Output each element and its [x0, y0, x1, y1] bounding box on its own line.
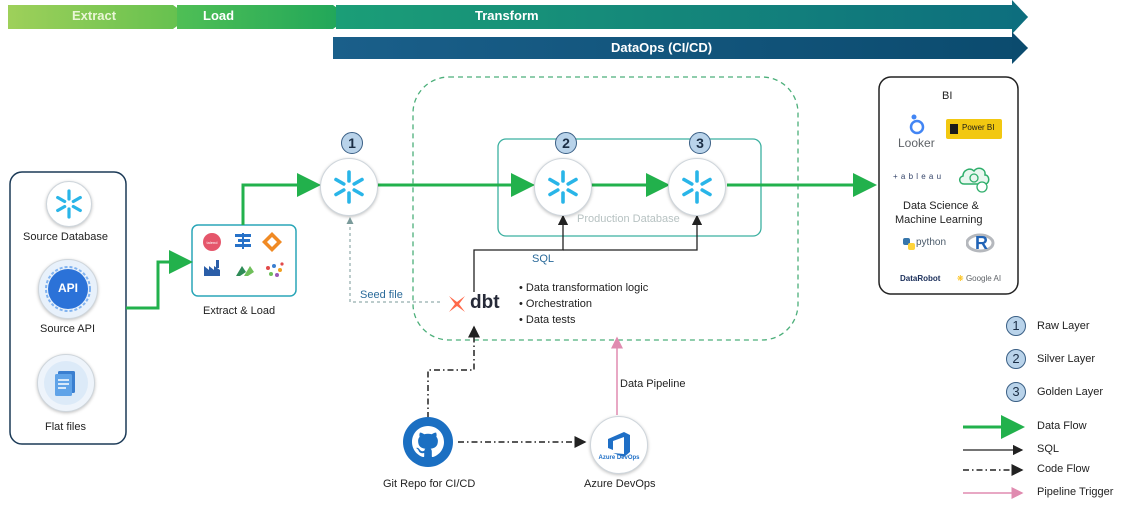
production-database-label: Production Database [577, 213, 680, 225]
dbt-bullet-text: Data transformation logic [525, 282, 649, 294]
dots-icon [266, 262, 284, 277]
python-label: python [916, 237, 947, 248]
matillion-icon [262, 232, 282, 252]
google-ai-label: ❋ Google AI [957, 274, 1001, 283]
legend-silver-badge: 2 [1006, 349, 1026, 369]
r-logo-icon [966, 233, 995, 253]
data-science-cloud-icon [959, 167, 990, 193]
flat-files-label: Flat files [45, 421, 86, 433]
dbt-bullet-item: • Orchestration [519, 298, 592, 310]
legend-raw-badge: 1 [1006, 316, 1026, 336]
legend-data-flow-label: Data Flow [1037, 420, 1087, 432]
looker-icon [909, 114, 925, 135]
seed-file-flow [346, 217, 440, 303]
phase-transform-label: Transform [475, 8, 539, 23]
seed-file-label: Seed file [360, 289, 403, 301]
silver-layer-snowflake-icon [534, 158, 592, 216]
source-api-label: Source API [40, 323, 96, 335]
legend-code-flow-label: Code Flow [1037, 463, 1090, 475]
google-ai-text: Google AI [965, 274, 1002, 283]
powerbi-icon [950, 124, 958, 134]
dbt-bullet-text: Orchestration [525, 298, 592, 310]
gold-layer-badge: 3 [689, 132, 711, 154]
legend-gold-label: Golden Layer [1037, 386, 1104, 398]
phase-load-label: Load [203, 8, 235, 23]
github-icon [403, 417, 453, 467]
legend-sql-label: SQL [1037, 443, 1060, 455]
bi-box [878, 76, 1019, 295]
production-database-box [497, 138, 762, 237]
legend-silver-label: Silver Layer [1037, 353, 1096, 365]
dbt-scope-box [412, 76, 799, 341]
source-database-icon [46, 181, 92, 227]
raw-layer-badge: 1 [341, 132, 363, 154]
data-pipeline-label: Data Pipeline [620, 378, 686, 390]
sql-to-silver [473, 214, 569, 292]
phase-dataops-label: DataOps (CI/CD) [611, 40, 713, 55]
dbt-bullet-list: • Data transformation logic • Orchestrat… [519, 280, 648, 328]
flat-files-icon [37, 354, 95, 412]
dbt-bullet-item: • Data tests [519, 314, 576, 326]
python-icon [903, 238, 915, 250]
legend-raw-label: Raw Layer [1037, 320, 1090, 332]
looker-label: Looker [898, 136, 935, 150]
flow-el-to-raw [241, 173, 321, 225]
gold-layer-snowflake-icon [668, 158, 726, 216]
flow-sources-to-el [126, 250, 193, 310]
dbt-name: dbt [470, 292, 500, 313]
svg-text:talend: talend [207, 240, 218, 245]
source-database-label: Source Database [23, 231, 108, 243]
extract-load-label: Extract & Load [203, 305, 276, 317]
el-tools-grid: talend [203, 232, 284, 277]
fivetran-icon [236, 266, 254, 276]
data-science-title-line2: Machine Learning [895, 214, 983, 226]
factory-icon [204, 260, 220, 276]
datarobot-label: DataRobot [900, 274, 941, 283]
phase-arrow-extract [8, 5, 190, 29]
powerbi-label: Power BI [962, 123, 995, 132]
data-science-title: Data Science & [903, 200, 979, 212]
google-ai-icon: ❋ [957, 274, 964, 283]
dbt-logo-icon [449, 296, 465, 312]
sql-label: SQL [532, 253, 555, 265]
azure-devops-label: Azure DevOps [584, 478, 656, 490]
dbt-bullet-text: Data tests [525, 314, 576, 326]
phase-arrow-load [177, 5, 350, 29]
talend-icon [203, 233, 221, 251]
azure-logo-text: Azure DevOps [598, 455, 640, 461]
sql-to-gold [563, 214, 703, 251]
powerbi-logo: Power BI [946, 119, 1002, 139]
raw-layer-snowflake-icon [320, 158, 378, 216]
source-api-icon: API [38, 259, 98, 319]
git-repo-label: Git Repo for CI/CD [383, 478, 476, 490]
code-flow-git-to-dbt [427, 325, 480, 418]
dbt-bullet-item: • Data transformation logic [519, 282, 649, 294]
phase-arrow-dataops [333, 32, 1028, 64]
stitch-icon [235, 233, 251, 249]
phase-arrow-transform [336, 0, 1028, 34]
r-label: R [975, 233, 988, 253]
api-badge-text: API [57, 281, 78, 295]
bi-title: BI [942, 90, 953, 102]
legend-gold-badge: 3 [1006, 382, 1026, 402]
silver-layer-badge: 2 [555, 132, 577, 154]
tableau-label: + a b l e a u [893, 172, 942, 181]
phase-extract-label: Extract [72, 8, 117, 23]
legend-pipeline-trigger-label: Pipeline Trigger [1037, 486, 1114, 498]
azure-devops-icon: Azure DevOps [590, 416, 648, 474]
